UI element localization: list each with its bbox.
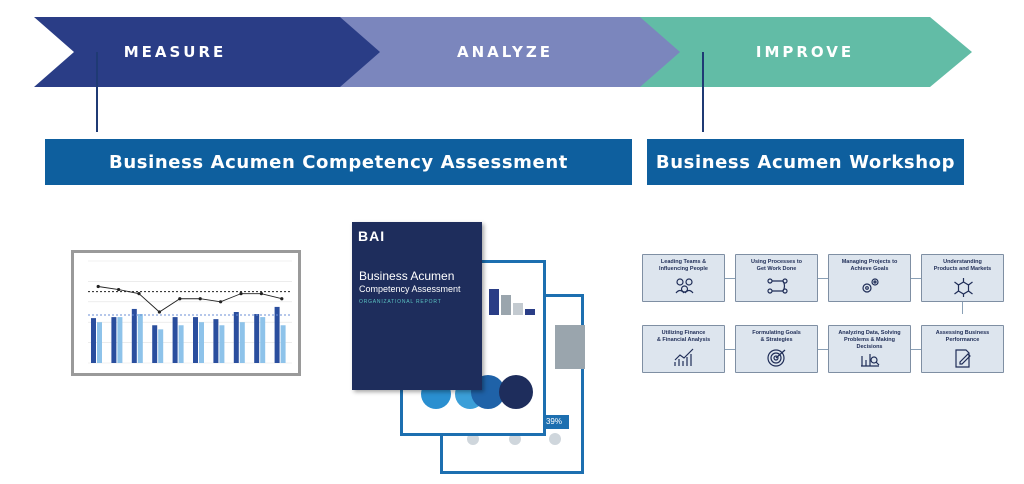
location-icon	[499, 375, 533, 409]
chevron-analyze	[340, 17, 708, 87]
tile-connector	[911, 349, 921, 350]
chart-bar	[152, 325, 158, 363]
chart-point	[117, 287, 121, 292]
globe-icon	[467, 433, 479, 445]
workshop-tile-label: Managing Projects to Achieve Goals	[841, 259, 898, 272]
workshop-tile-label: Leading Teams & Influencing People	[659, 259, 708, 272]
workshop-tile: Analyzing Data, Solving Problems & Makin…	[828, 325, 911, 373]
tile-connector	[818, 349, 828, 350]
chart-bar	[117, 317, 123, 363]
chart-bar	[111, 317, 117, 363]
chart-point	[178, 297, 182, 301]
workshop-tile-label: Using Processes to Get Work Done	[750, 259, 803, 272]
bai-logo: BAI	[358, 228, 386, 244]
measure-connector-line	[96, 52, 98, 132]
report-bar	[501, 295, 511, 315]
tile-connector	[725, 349, 735, 350]
tile-connector	[818, 278, 828, 279]
chart-point	[157, 310, 161, 314]
chart-bar	[199, 322, 204, 363]
chart-bar	[193, 317, 198, 363]
target-icon	[767, 349, 786, 367]
tile-connector	[911, 278, 921, 279]
report-cover: BAI Business Acumen Competency Assessmen…	[352, 222, 482, 390]
cover-title-line2: Competency Assessment	[359, 284, 461, 294]
bar-line-chart	[88, 260, 292, 364]
chart-point	[259, 292, 263, 296]
chart-bar	[91, 318, 96, 363]
report-bar	[525, 309, 535, 315]
chart-thumbnail	[71, 250, 301, 376]
cover-title-line1: Business Acumen	[359, 269, 455, 283]
stage-measure-label: MEASURE	[123, 43, 227, 61]
chart-point	[280, 297, 284, 301]
person-icon	[509, 433, 521, 445]
chart-point	[96, 284, 100, 289]
report-stat: 39%	[539, 415, 569, 429]
chart-bar	[97, 322, 102, 363]
people-icon	[675, 278, 694, 294]
cube-network-icon	[954, 278, 973, 297]
report-photo	[555, 325, 585, 369]
chart-point	[239, 292, 243, 296]
chevron-improve	[640, 17, 972, 87]
workshop-tile-label: Analyzing Data, Solving Problems & Makin…	[838, 330, 901, 350]
chart-point	[198, 297, 202, 301]
chart-bar	[233, 312, 239, 363]
report-bar	[513, 303, 523, 315]
process-chevrons	[34, 17, 972, 87]
chart-bar	[137, 314, 143, 363]
assessment-bar: Business Acumen Competency Assessment	[45, 139, 632, 185]
chart-bar	[172, 317, 178, 363]
trend-chart-icon	[674, 348, 694, 366]
chart-bar	[254, 314, 260, 363]
chart-bar	[260, 317, 266, 363]
tile-connector	[725, 278, 735, 279]
chart-point	[219, 300, 223, 304]
data-search-icon	[861, 354, 880, 367]
workshop-tile: Understanding Products and Markets	[921, 254, 1004, 302]
workshop-tile: Assessing Business Performance	[921, 325, 1004, 373]
workshop-tile-label: Understanding Products and Markets	[933, 259, 992, 272]
workshop-tile: Leading Teams & Influencing People	[642, 254, 725, 302]
document-pen-icon	[955, 349, 971, 368]
chart-bar	[158, 329, 164, 363]
workshop-tile: Using Processes to Get Work Done	[735, 254, 818, 302]
chart-bar	[239, 322, 245, 363]
chart-bar	[219, 325, 225, 363]
workshop-bar: Business Acumen Workshop	[647, 139, 964, 185]
improve-connector-line	[702, 52, 704, 132]
chart-line-series	[98, 286, 282, 313]
chart-bar	[280, 325, 286, 363]
workshop-tile-label: Utilizing Finance & Financial Analysis	[656, 330, 711, 343]
location-icon	[549, 433, 561, 445]
stage-improve-label: IMPROVE	[755, 43, 855, 61]
workshop-tile: Managing Projects to Achieve Goals	[828, 254, 911, 302]
gears-icon	[862, 278, 879, 293]
chart-bar	[213, 319, 219, 363]
workshop-tile-label: Formulating Goals & Strategies	[752, 330, 801, 343]
stage-analyze-label: ANALYZE	[457, 43, 553, 61]
process-flow-icon	[767, 278, 788, 294]
workshop-tile: Formulating Goals & Strategies	[735, 325, 818, 373]
report-bar	[489, 289, 499, 315]
chart-bar	[131, 308, 137, 363]
chart-bar	[274, 306, 280, 363]
chevron-measure	[34, 17, 406, 87]
workshop-tile-label: Assessing Business Performance	[935, 330, 990, 343]
chart-bar	[178, 325, 184, 363]
workshop-tile: Utilizing Finance & Financial Analysis	[642, 325, 725, 373]
cover-subtitle: ORGANIZATIONAL REPORT	[359, 299, 442, 305]
tile-connector	[962, 302, 963, 314]
chart-point	[137, 292, 141, 296]
